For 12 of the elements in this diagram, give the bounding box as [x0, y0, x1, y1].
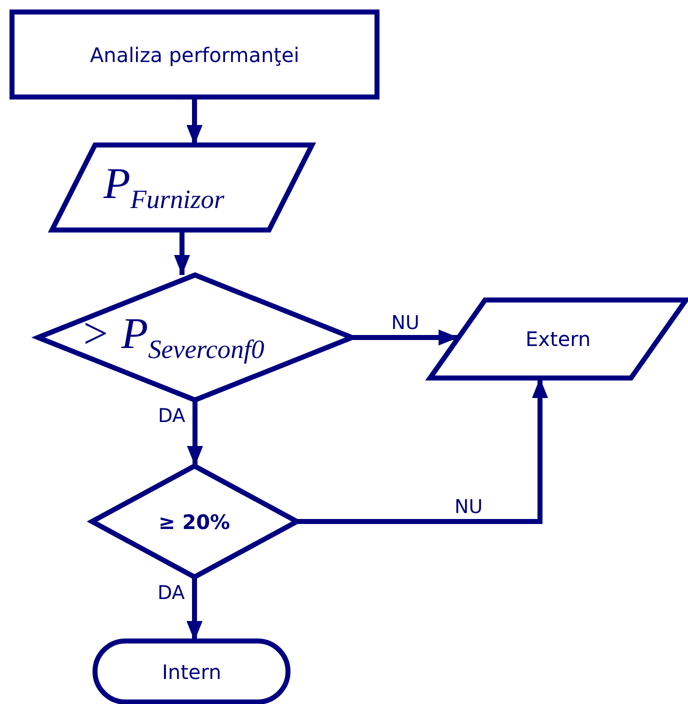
node-label: Extern	[526, 327, 591, 351]
node-label: P$_{Furnizor}$	[104, 158, 224, 215]
node-label: Intern	[162, 660, 222, 684]
node-label: Analiza performanţei	[90, 42, 300, 66]
arrow	[174, 230, 190, 275]
arrow	[186, 97, 202, 145]
arrow	[352, 330, 459, 346]
node-label: > P$_{Severconf0}$	[80, 308, 264, 365]
arrow	[297, 378, 548, 524]
arrow	[186, 577, 202, 641]
arrow	[187, 400, 203, 466]
node-label: ≥ 20%	[158, 510, 230, 534]
